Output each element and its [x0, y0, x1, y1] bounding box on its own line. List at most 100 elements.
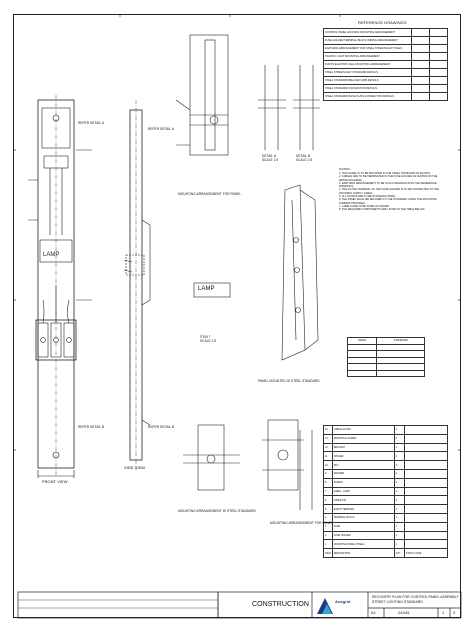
panel-row: [346, 369, 425, 377]
bom-cell: [403, 504, 449, 514]
reference-drawing-cell: [429, 92, 448, 101]
bom-cell: [403, 477, 449, 488]
reference-drawing-row: CONTROL PANEL HOUSING MOUNTING ARRANGEME…: [323, 28, 448, 37]
reference-drawing-cell: EARTHING ARRANGEMENT FOR STEEL STREETLIG…: [323, 44, 412, 53]
note-item: 4. THE ACTIVE TERMINAL OF THE FUSE HOLDE…: [339, 188, 439, 195]
side-view-label: SIDE VIEW: [124, 465, 146, 470]
reference-drawing-cell: TRAFFIC LIGHT MOUNTING ARRANGEMENT: [323, 52, 412, 61]
note-item: 8. THE REQUIRED COMPONENTS ARE LISTED IN…: [339, 208, 425, 212]
reference-drawing-cell: [429, 44, 448, 53]
reference-drawing-row: FUSE HOLDER TERMINAL BLOCK WIRING ARRANG…: [323, 36, 448, 45]
ref-detail-b-1: REFER DETAIL B: [148, 425, 175, 429]
bom-cell: 4: [393, 495, 405, 506]
reference-drawing-cell: STEEL STREETLIGHT STANDARD DETAILS: [323, 68, 412, 77]
sheet-size: A1: [371, 610, 376, 615]
detail-caption: MOUNTING ARRANGEMENT FOR PANEL: [270, 521, 334, 525]
front-view-label: FRONT VIEW: [42, 479, 68, 484]
note-item: 3. EARTHING ARRANGEMENT TO BE IN ACCORDA…: [339, 181, 437, 189]
bom-cell: [403, 539, 449, 550]
bom-footer-qty: QTY: [393, 548, 405, 558]
bom-cell: 2: [323, 530, 333, 541]
bom-cell: 1: [393, 521, 405, 532]
reference-drawings-table: CONTROL PANEL HOUSING MOUNTING ARRANGEME…: [323, 28, 448, 101]
company-name: Ausgrid: [335, 599, 351, 604]
bom-cell: 9: [323, 468, 333, 479]
bom-cell: 1: [393, 504, 405, 514]
reference-drawing-cell: [429, 68, 448, 77]
bom-cell: [403, 425, 449, 435]
mounting-caption: MOUNTING ARRANGEMENT IN STEEL STANDARD: [178, 509, 256, 513]
reference-drawing-cell: FUSE HOLDER TERMINAL BLOCK WIRING ARRANG…: [323, 36, 412, 45]
bom-cell: [403, 451, 449, 462]
bom-cell: [403, 468, 449, 479]
bom-cell: [403, 433, 449, 444]
item-scale: SCALE 1:5: [200, 339, 217, 343]
reference-drawing-row: STEEL STANDARD BASE PLATE CONNECTION DET…: [323, 92, 448, 101]
svg-text:LAMP: LAMP: [43, 252, 59, 258]
bom-cell: [403, 442, 449, 453]
reference-drawing-cell: [411, 68, 430, 77]
reference-drawing-row: EARTHING ARRANGEMENT FOR STEEL STREETLIG…: [323, 44, 448, 53]
item-label: ITEM 7: [200, 335, 211, 339]
detail-b-scale: SCALE 1:5: [296, 158, 313, 162]
detail-b-label: DETAIL B: [296, 154, 311, 158]
drawing-number: 24349: [398, 610, 410, 615]
mounting-caption-top: MOUNTING ARRANGEMENT FOR PANEL: [178, 192, 242, 196]
bom-cell: 4: [393, 468, 405, 479]
bom-cell: [403, 460, 449, 470]
bom-cell: [403, 512, 449, 523]
bom-cell: [403, 530, 449, 541]
bom-cell: SPACER: [331, 451, 395, 462]
reference-drawing-row: STEEL STANDARD BRACKET ARM DETAILS: [323, 76, 448, 85]
reference-drawing-row: TRAFFIC LIGHT MOUNTING ARRANGEMENT: [323, 52, 448, 61]
detail-a-label: DETAIL A: [262, 154, 277, 158]
detail-a-scale: SCALE 1:5: [262, 158, 279, 162]
bom-footer-stock-code: STOCK CODE: [403, 548, 449, 558]
reference-drawing-cell: [411, 92, 430, 101]
bom-cell: 1: [393, 425, 405, 435]
lamp-label: LAMP: [198, 286, 215, 292]
ref-detail-b-2: REFER DETAIL B: [78, 425, 105, 429]
reference-drawing-cell: PHOTO ELECTRIC CELL MOUNTING ARRANGEMENT: [323, 60, 412, 69]
reference-drawing-cell: CONTROL PANEL HOUSING MOUNTING ARRANGEME…: [323, 28, 412, 37]
notes-heading: NOTES:: [339, 167, 351, 171]
reference-drawing-cell: STEEL STANDARD FOUNDATION DETAILS: [323, 84, 412, 93]
bom-cell: BRACKET: [331, 442, 395, 453]
note-item: 6. THE PANEL SHALL BE SECURED TO THE STA…: [339, 198, 437, 205]
bom-cell: 4: [393, 460, 405, 470]
revision: 3: [453, 610, 456, 615]
reference-drawing-row: STEEL STANDARD FOUNDATION DETAILS: [323, 84, 448, 93]
bom-cell: [403, 495, 449, 506]
bom-cell: MOUNTING SCREW: [331, 433, 395, 444]
bom-cell: WASHER: [331, 468, 395, 479]
bom-cell: 1: [393, 530, 405, 541]
bom-cell: [403, 486, 449, 497]
bom-cell: 1: [393, 486, 405, 497]
bom-cell: 2: [393, 451, 405, 462]
construction-status: CONSTRUCTION: [252, 601, 309, 608]
bom-cell: LABEL - LAMP: [331, 486, 395, 497]
bom-cell: 12: [323, 442, 333, 453]
bom-cell: FUSE HOLDER: [331, 530, 395, 541]
reference-drawing-cell: [411, 76, 430, 85]
reference-drawing-cell: [429, 84, 448, 93]
bom-cell: 2: [393, 433, 405, 444]
bom-cell: TERMINAL BLOCK: [331, 512, 395, 523]
bom-cell: [403, 521, 449, 532]
bom-cell: NUT: [331, 460, 395, 470]
bom-cell: 1: [393, 512, 405, 523]
bom-cell: 1: [393, 539, 405, 550]
ref-detail-a-2: REFER DETAIL A: [78, 121, 105, 125]
ref-detail-a-1: REFER DETAIL A: [148, 127, 175, 131]
